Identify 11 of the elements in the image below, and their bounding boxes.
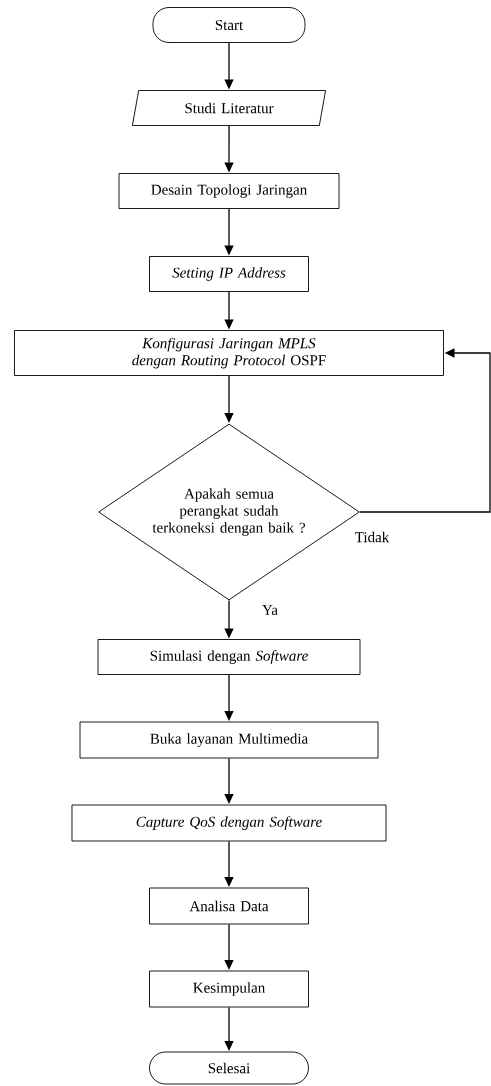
process-box: Desain Topologi Jaringan xyxy=(118,173,340,209)
edge-label: Ya xyxy=(261,604,279,616)
process-box: Kesimpulan xyxy=(149,970,309,1008)
process-box: Setting IP Address xyxy=(149,256,309,292)
process-box: Capture QoS dengan Software xyxy=(71,804,387,842)
process-box: Buka layanan Multimedia xyxy=(79,721,379,759)
process-box: Simulasi dengan Software xyxy=(97,639,361,675)
input-parallelogram: Studi Literatur xyxy=(131,90,327,126)
process-box: Konfigurasi Jaringan MPLS dengan Routing Protocol OSPF xyxy=(14,330,444,376)
process-box: Analisa Data xyxy=(149,887,309,925)
arrow xyxy=(359,348,491,513)
